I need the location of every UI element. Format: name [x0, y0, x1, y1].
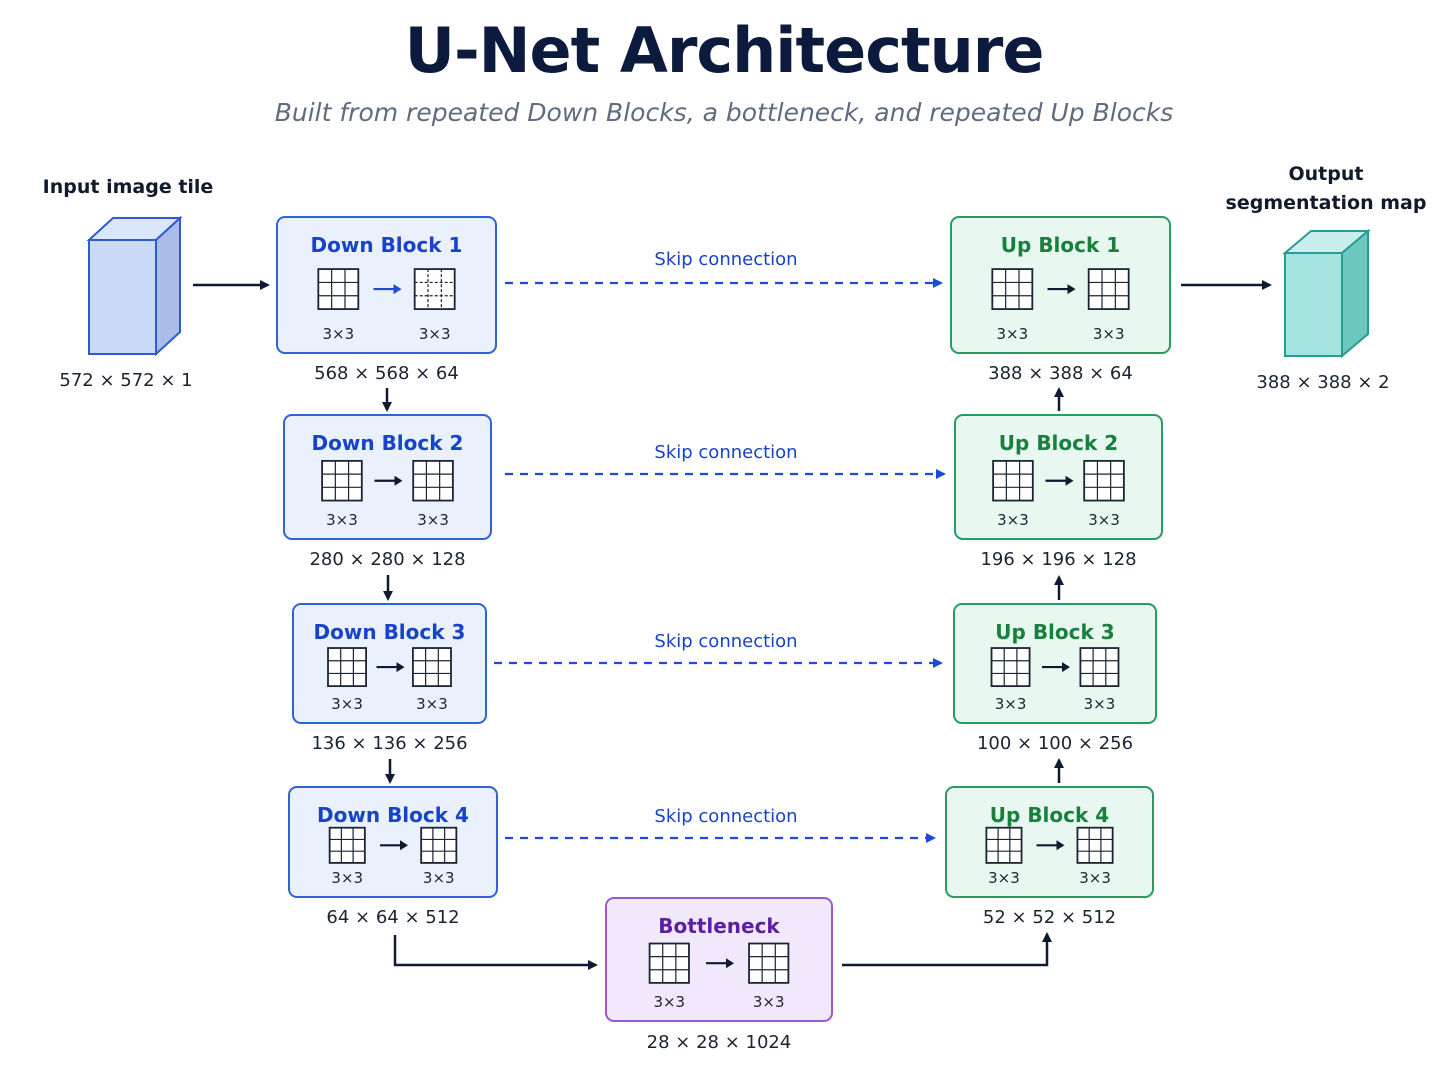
- down-block-2-title: Down Block 2: [312, 431, 464, 455]
- down-block-1-dims: 568 × 568 × 64: [314, 363, 459, 384]
- up-block-4-conv-arrowhead-icon: [1056, 840, 1065, 851]
- up-block-1-kernel-a: 3×3: [996, 325, 1028, 343]
- down-block-3-title: Down Block 3: [314, 620, 466, 644]
- up-block-1-kernel-b: 3×3: [1093, 325, 1125, 343]
- up-block-3-a-kernel-grid-icon: [990, 647, 1031, 688]
- down-block-3-b-kernel-grid-icon: [412, 647, 452, 688]
- up-block-2-kernel-a: 3×3: [997, 511, 1029, 529]
- up-block-2-title: Up Block 2: [999, 431, 1118, 455]
- up-block-1: Up Block 1 3×3 3×3: [950, 216, 1171, 354]
- down-block-3-dims: 136 × 136 × 256: [311, 733, 467, 754]
- down-block-1: Down Block 1 3×3 3×3: [276, 216, 497, 354]
- skip-label-3: Skip connection: [654, 631, 797, 652]
- down-block-4-conv-arrowhead-icon: [400, 840, 408, 851]
- down-block-2-conv-arrowhead-icon: [394, 475, 403, 486]
- down-block-3-kernel-a: 3×3: [331, 695, 363, 713]
- up-block-4-b-kernel-grid-icon: [1076, 826, 1114, 864]
- up-block-3: Up Block 3 3×3 3×3: [953, 603, 1157, 724]
- down-block-2-b-kernel-grid-icon: [412, 459, 454, 502]
- down-block-4-b-kernel-grid-icon: [420, 826, 458, 864]
- output-label-line1: Output: [1289, 163, 1364, 185]
- bottleneck-block-title: Bottleneck: [658, 914, 780, 938]
- up-block-2-conv-arrowhead-icon: [1065, 475, 1074, 486]
- output-label-line2: segmentation map: [1226, 192, 1427, 214]
- input-label: Input image tile: [43, 176, 214, 198]
- down-block-4-box: [288, 786, 498, 898]
- up-block-2-a-kernel-grid-icon: [992, 459, 1034, 502]
- up-block-4-title: Up Block 4: [990, 803, 1109, 827]
- bottleneck-block-a-kernel-grid-icon: [648, 942, 690, 984]
- up-block-4-dims: 52 × 52 × 512: [983, 907, 1116, 928]
- down4-to-bottleneck-arrow: [393, 935, 598, 970]
- bottleneck-block-box: [605, 897, 833, 1022]
- down-block-1-kernel-b: 3×3: [419, 325, 451, 343]
- diagram-subtitle: Built from repeated Down Blocks, a bottl…: [274, 98, 1174, 127]
- input-tile-cube: [86, 215, 183, 357]
- up-block-2-box: [954, 414, 1163, 540]
- down-block-3-conv-arrowhead-icon: [396, 662, 405, 673]
- down-block-4-a-kernel-grid-icon: [328, 826, 366, 864]
- up-block-3-kernel-b: 3×3: [1084, 695, 1116, 713]
- down-block-1-a-kernel-grid-icon: [317, 268, 360, 310]
- bottleneck-block-conv-arrowhead-icon: [726, 958, 734, 969]
- bottleneck-to-up4-arrow: [842, 932, 1052, 967]
- down-block-4-dims: 64 × 64 × 512: [326, 907, 459, 928]
- up-block-1-dims: 388 × 388 × 64: [988, 363, 1133, 384]
- input-dims: 572 × 572 × 1: [59, 370, 192, 391]
- up-block-4-box: [945, 786, 1154, 898]
- up-block-3-conv-arrowhead-icon: [1062, 662, 1070, 673]
- down-block-1-conv-arrowhead-icon: [393, 284, 402, 295]
- down-block-3-kernel-b: 3×3: [416, 695, 448, 713]
- up-block-2-kernel-b: 3×3: [1088, 511, 1120, 529]
- up-block-2-dims: 196 × 196 × 128: [980, 549, 1136, 570]
- bottleneck-block-b-kernel-grid-icon: [748, 942, 790, 984]
- up-block-3-dims: 100 × 100 × 256: [977, 733, 1133, 754]
- down-block-4: Down Block 4 3×3 3×3: [288, 786, 498, 898]
- up-block-3-b-kernel-grid-icon: [1079, 647, 1120, 688]
- down-block-2-kernel-a: 3×3: [326, 511, 358, 529]
- down-block-1-b-kernel-grid-icon: [413, 268, 456, 310]
- up-block-4: Up Block 4 3×3 3×3: [945, 786, 1154, 898]
- skip-label-4: Skip connection: [654, 806, 797, 827]
- skip-label-2: Skip connection: [654, 442, 797, 463]
- up-block-1-b-kernel-grid-icon: [1087, 268, 1130, 310]
- output-map-cube: [1282, 228, 1371, 359]
- down-block-3: Down Block 3 3×3 3×3: [292, 603, 487, 724]
- up-block-4-kernel-a: 3×3: [988, 869, 1020, 887]
- down-block-1-kernel-a: 3×3: [322, 325, 354, 343]
- up-block-1-conv-arrowhead-icon: [1067, 284, 1076, 295]
- down-block-1-box: [276, 216, 497, 354]
- bottleneck-block-kernel-b: 3×3: [753, 993, 785, 1011]
- up-block-1-box: [950, 216, 1171, 354]
- down-block-3-a-kernel-grid-icon: [327, 647, 367, 688]
- diagram-title: U-Net Architecture: [404, 14, 1045, 87]
- skip-label-1: Skip connection: [654, 249, 797, 270]
- up-block-3-kernel-a: 3×3: [995, 695, 1027, 713]
- down-block-2-a-kernel-grid-icon: [321, 459, 363, 502]
- down-block-2-kernel-b: 3×3: [417, 511, 449, 529]
- down-block-2: Down Block 2 3×3 3×3: [283, 414, 492, 540]
- up-block-3-title: Up Block 3: [995, 620, 1114, 644]
- up-block-4-a-kernel-grid-icon: [985, 826, 1023, 864]
- down-block-3-box: [292, 603, 487, 724]
- up-block-2-b-kernel-grid-icon: [1083, 459, 1125, 502]
- down-block-2-box: [283, 414, 492, 540]
- bottleneck-block-kernel-a: 3×3: [653, 993, 685, 1011]
- up-block-1-a-kernel-grid-icon: [991, 268, 1034, 310]
- down-block-4-title: Down Block 4: [317, 803, 469, 827]
- down-block-1-title: Down Block 1: [311, 233, 463, 257]
- bottleneck-block: Bottleneck 3×3 3×3: [605, 897, 833, 1022]
- output-dims: 388 × 388 × 2: [1256, 372, 1389, 393]
- down-block-4-kernel-a: 3×3: [331, 869, 363, 887]
- up-block-2: Up Block 2 3×3 3×3: [954, 414, 1163, 540]
- bottleneck-block-dims: 28 × 28 × 1024: [647, 1032, 792, 1053]
- down-block-4-kernel-b: 3×3: [423, 869, 455, 887]
- up-block-3-box: [953, 603, 1157, 724]
- down-block-2-dims: 280 × 280 × 128: [309, 549, 465, 570]
- blocks-layer: Down Block 1 3×3 3×3 568 × 568 × 64 Down Blo…: [276, 216, 1171, 1053]
- up-block-4-kernel-b: 3×3: [1079, 869, 1111, 887]
- up-block-1-title: Up Block 1: [1001, 233, 1120, 257]
